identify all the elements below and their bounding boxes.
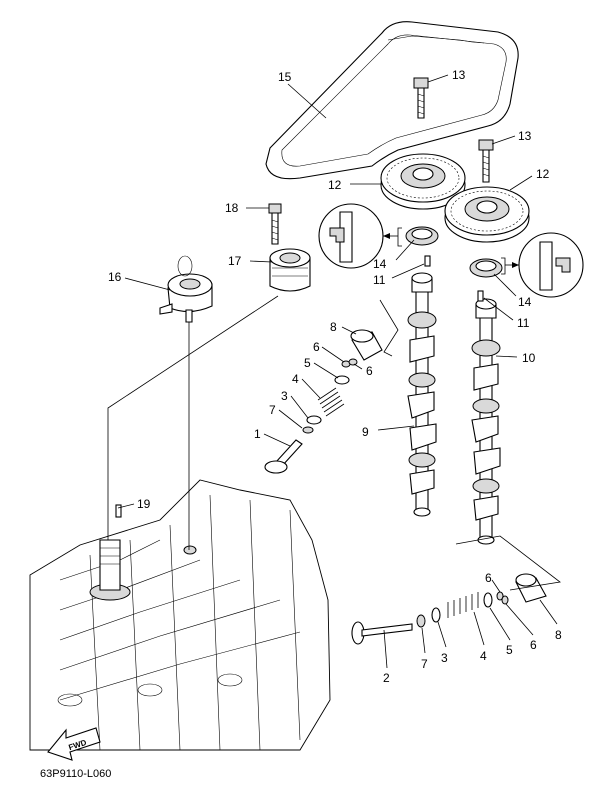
callout-18: 18 (225, 201, 239, 215)
callout-5-a: 5 (304, 356, 311, 370)
valve-spring-upper (317, 387, 345, 417)
callout-4-b: 4 (480, 649, 487, 663)
oil-seal-right (469, 258, 503, 278)
oil-seal-left (405, 226, 439, 246)
callout-14-a: 14 (373, 257, 387, 271)
leader-6-d (491, 579, 501, 593)
leader-3-a (290, 395, 309, 419)
leader-7-b (421, 627, 426, 654)
timing-belt (265, 21, 519, 180)
leader-8-a-callout (341, 326, 357, 335)
valve-lifter-lower (515, 573, 547, 603)
callout-12-a: 12 (328, 178, 342, 192)
callout-6-a: 6 (313, 340, 320, 354)
leader-19 (117, 503, 135, 509)
leader-8-upper (379, 299, 399, 357)
valve-seal-lower (416, 614, 426, 628)
camshaft-left (407, 272, 437, 517)
dowel-pin-right (477, 290, 484, 302)
callout-7-b: 7 (421, 657, 428, 671)
spring-retainer-lower (483, 592, 493, 608)
callout-13-b: 13 (518, 129, 532, 143)
leader-17 (249, 260, 273, 263)
dowel-pin-19 (115, 504, 122, 518)
leader-1 (263, 433, 291, 447)
leader-8-b-callout (539, 599, 558, 625)
camshaft-pulley-lower (444, 186, 530, 243)
callout-8-b: 8 (555, 628, 562, 642)
callout-6-c: 6 (530, 638, 537, 652)
callout-6-d: 6 (485, 571, 492, 585)
belt-tensioner (159, 255, 213, 323)
leader-6-a (321, 346, 345, 363)
callout-11-a: 11 (373, 273, 386, 287)
callout-14-b: 14 (518, 295, 532, 309)
callout-3-a: 3 (281, 389, 288, 403)
callout-7-a: 7 (269, 403, 276, 417)
valve-seal-upper (302, 426, 314, 434)
cylinder-head (29, 479, 331, 751)
spring-seat-lower (431, 607, 441, 623)
camshaft-pulley-upper (380, 153, 466, 210)
callout-17: 17 (228, 254, 242, 268)
valve-cotter-lower (496, 591, 509, 605)
leader-17-head (107, 295, 279, 540)
callout-5-b: 5 (506, 643, 513, 657)
seal-application-detail-right (501, 232, 584, 298)
leader-13-a (427, 74, 449, 83)
valve-spring-lower (447, 592, 479, 618)
pulley-bolt-lower (478, 139, 494, 183)
callout-12-b: 12 (536, 167, 550, 181)
callout-15: 15 (278, 70, 292, 84)
pulley-bolt-upper (413, 77, 429, 119)
leader-13-b (491, 135, 516, 145)
callout-4-a: 4 (292, 372, 299, 386)
leader-5-b (489, 607, 511, 641)
leader-4-a (301, 378, 321, 399)
leader-14-b (493, 273, 517, 297)
leader-14-a (395, 239, 415, 261)
spring-seat-upper (306, 415, 322, 425)
leader-8-lower (455, 535, 561, 591)
callout-8-a: 8 (330, 320, 337, 334)
leader-2 (383, 629, 388, 669)
camshaft-right (471, 298, 501, 545)
idler-pulley (269, 248, 311, 292)
leader-16 (124, 277, 171, 291)
leader-11-a (391, 263, 425, 279)
dowel-pin-left (424, 255, 431, 267)
leader-9 (377, 425, 415, 431)
callout-3-b: 3 (441, 651, 448, 665)
spring-retainer-upper (334, 375, 350, 385)
leader-3-b (437, 621, 447, 648)
valve-lifter-upper (350, 329, 383, 361)
leader-7-a (278, 409, 303, 429)
callout-1: 1 (254, 427, 261, 441)
leader-10 (495, 355, 518, 358)
leader-12-b (509, 175, 533, 191)
leader-15 (287, 83, 327, 119)
callout-2: 2 (383, 671, 390, 685)
callout-19: 19 (137, 497, 151, 511)
drawing-code: 63P9110-L060 (40, 768, 111, 780)
leader-6-b (353, 363, 363, 370)
callout-6-b: 6 (366, 364, 373, 378)
callout-10: 10 (522, 351, 536, 365)
leader-5-a (313, 362, 339, 379)
seal-application-detail-left (318, 203, 402, 269)
leader-6-c (505, 603, 534, 636)
callout-9: 9 (362, 425, 369, 439)
leader-4-b (473, 611, 485, 646)
valve-lower (351, 621, 413, 645)
callout-13-a: 13 (452, 68, 466, 82)
leader-11-b (483, 297, 514, 321)
valve-cotter-upper (341, 358, 358, 368)
callout-11-b: 11 (517, 316, 530, 330)
tensioner-bolt (268, 203, 282, 245)
valve-upper (264, 439, 303, 474)
callout-16: 16 (108, 270, 122, 284)
